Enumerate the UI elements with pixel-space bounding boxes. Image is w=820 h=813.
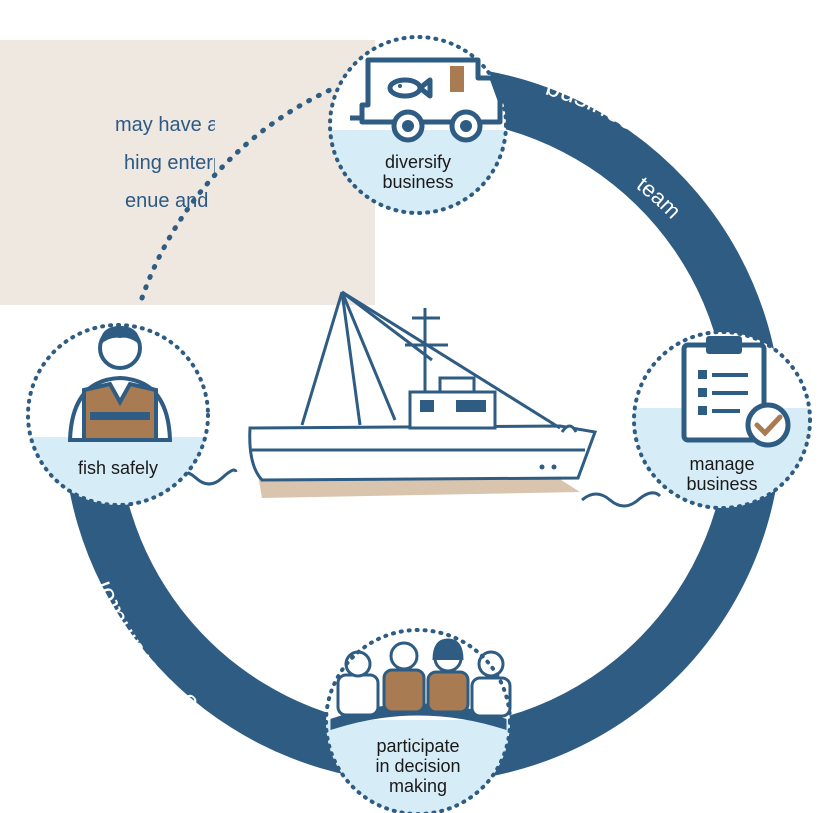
node-label-in-decision: in decision: [375, 756, 460, 776]
node-label-making: making: [389, 776, 447, 796]
node-label-manage: manage: [689, 454, 754, 474]
intro-text: may have a hing enterprise enue and: [0, 106, 215, 236]
node-fish-safely: fish safely: [26, 323, 210, 507]
intro-panel: [0, 40, 375, 305]
node-label-manage-business: business: [686, 474, 757, 494]
node-participate-decision-making: participate in decision making: [324, 628, 512, 813]
node-label-diversify: diversify: [385, 152, 451, 172]
node-label-business: business: [382, 172, 453, 192]
node-diversify-business: diversify business: [328, 35, 508, 215]
ring-dotted-connector: [139, 87, 333, 301]
delivery-truck-fish-icon: [350, 57, 503, 143]
node-label-fish-safely: fish safely: [78, 458, 158, 478]
node-manage-business: manage business: [632, 330, 812, 510]
clipboard-checklist-icon: [681, 336, 791, 448]
node-label-participate: participate: [376, 736, 459, 756]
team-people-icon: [330, 638, 512, 731]
intro-line-1: may have a: [115, 114, 215, 136]
intro-line-2: hing enterprise: [124, 152, 215, 174]
fishing-boat-icon: [248, 290, 598, 498]
person-life-vest-icon: [67, 326, 173, 442]
intro-line-3: enue and: [125, 190, 209, 212]
wave-icon: [581, 491, 662, 508]
